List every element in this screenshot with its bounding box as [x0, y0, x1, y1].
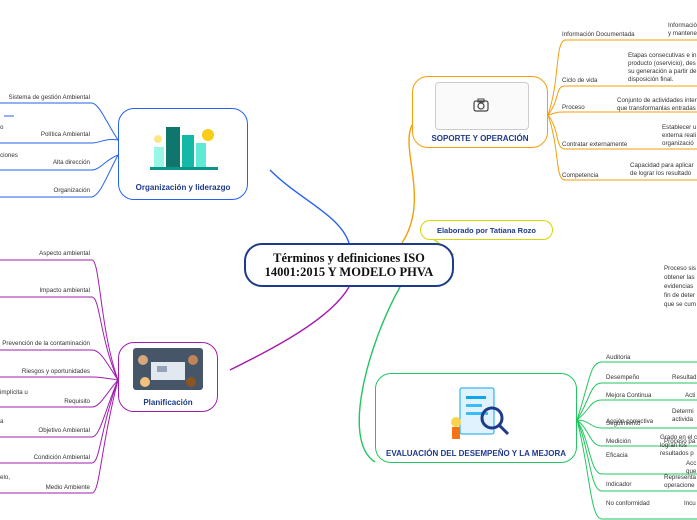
- buildings-illustration: [150, 127, 218, 170]
- definition-text: Acti: [685, 392, 696, 399]
- definition-text: Representa operacione: [664, 474, 696, 489]
- leaf-seguimiento[interactable]: Seguimiento: [606, 420, 641, 427]
- leaf-no-conformidad[interactable]: No conformidad: [606, 500, 650, 507]
- definition-text: Etapas consecutivas e in producto (oserv…: [628, 52, 697, 83]
- team-meeting-photo: [133, 348, 203, 390]
- branch-organizacion-label: Organización y liderazgo: [135, 183, 231, 192]
- definition-text: Conjunto de actividades inter que transf…: [617, 97, 697, 112]
- icon-frame: [435, 82, 529, 130]
- fragment-text: a: [0, 418, 4, 425]
- definition-text: Proceso pa: [664, 438, 696, 445]
- leaf-prevencion-contaminacion[interactable]: Prevención de la contaminación: [2, 340, 90, 347]
- branch-organizacion-node[interactable]: Organización y liderazgo: [118, 108, 248, 200]
- fragment-text: implícita u: [0, 389, 28, 396]
- leaf-accion-correctiva[interactable]: Acción correctiva: [606, 418, 654, 425]
- branch-soporte-label: SOPORTE Y OPERACIÓN: [431, 134, 529, 143]
- definition-text: Informació y mantene: [668, 22, 697, 37]
- leaf-sistema-gestion[interactable]: Sistema de gestión Ambiental: [8, 94, 90, 101]
- leaf-organizacion[interactable]: Organización: [53, 187, 90, 194]
- branch-evaluacion-node[interactable]: EVALUACIÓN DEL DESEMPEÑO Y LA MEJORA: [375, 373, 577, 463]
- report-magnifier-illustration: [451, 387, 510, 439]
- leaf-contratar-externamente[interactable]: Contratar externamente: [562, 141, 628, 148]
- leaf-indicador[interactable]: Indicador: [606, 481, 632, 488]
- central-topic[interactable]: Términos y definiciones ISO 14001:2015 Y…: [244, 243, 454, 287]
- leaf-medio-ambiente[interactable]: Medio Ambiente: [45, 484, 90, 491]
- branch-soporte-node[interactable]: SOPORTE Y OPERACIÓN: [412, 76, 548, 148]
- leaf-politica-ambiental[interactable]: Política Ambiental: [40, 131, 90, 138]
- leaf-competencia[interactable]: Competencia: [562, 172, 599, 179]
- leaf-desempeno[interactable]: Desempeño: [606, 374, 640, 381]
- fragment-text: ciones: [0, 152, 18, 159]
- definition-text: Capacidad para aplicar de lograr los res…: [630, 162, 694, 177]
- leaf-proceso[interactable]: Proceso: [562, 104, 585, 111]
- leaf-medicion[interactable]: Medición: [606, 438, 631, 445]
- author-badge[interactable]: Elaborado por Tatiana Rozo: [420, 220, 553, 240]
- definition-text: Resultad: [672, 374, 697, 381]
- leaf-alta-direccion[interactable]: Alta dirección: [52, 159, 90, 166]
- leaf-eficacia[interactable]: Eficacia: [606, 452, 628, 459]
- branch-planificacion-node[interactable]: Planificación: [118, 342, 218, 412]
- leaf-auditoria[interactable]: Auditoria: [606, 354, 631, 361]
- definition-text: Determi activida: [672, 408, 694, 423]
- leaf-riesgos-oportunidades[interactable]: Riesgos y oportunidades: [21, 368, 90, 375]
- leaf-objetivo-ambiental[interactable]: Objetivo Ambiental: [38, 427, 90, 434]
- definition-text: Grado en el c logran los resultados p: [660, 434, 697, 457]
- branch-evaluacion-label: EVALUACIÓN DEL DESEMPEÑO Y LA MEJORA: [385, 449, 567, 458]
- branch-planificacion-label: Planificación: [143, 398, 193, 407]
- leaf-impacto-ambiental[interactable]: Impacto ambiental: [39, 287, 90, 294]
- leaf-requisito[interactable]: Requisito: [64, 398, 90, 405]
- fragment-text: o: [0, 124, 4, 131]
- camera-icon: [473, 98, 489, 112]
- definition-text: Proceso sis obtener las evidencias fin d…: [664, 265, 696, 308]
- fragment-text: elo,: [0, 474, 10, 481]
- leaf-aspecto-ambiental[interactable]: Aspecto ambiental: [39, 250, 90, 257]
- definition-text: Acc que: [686, 460, 697, 475]
- leaf-informacion-documentada[interactable]: Información Documentada: [562, 31, 635, 38]
- leaf-ciclo-de-vida[interactable]: Ciclo de vida: [562, 77, 598, 84]
- leaf-mejora-continua[interactable]: Mejora Continua: [606, 392, 652, 399]
- leaf-condicion-ambiental[interactable]: Condición Ambiental: [33, 454, 90, 461]
- definition-text: Incu: [684, 500, 696, 507]
- definition-text: Establecer u externa reali organizació: [662, 124, 697, 147]
